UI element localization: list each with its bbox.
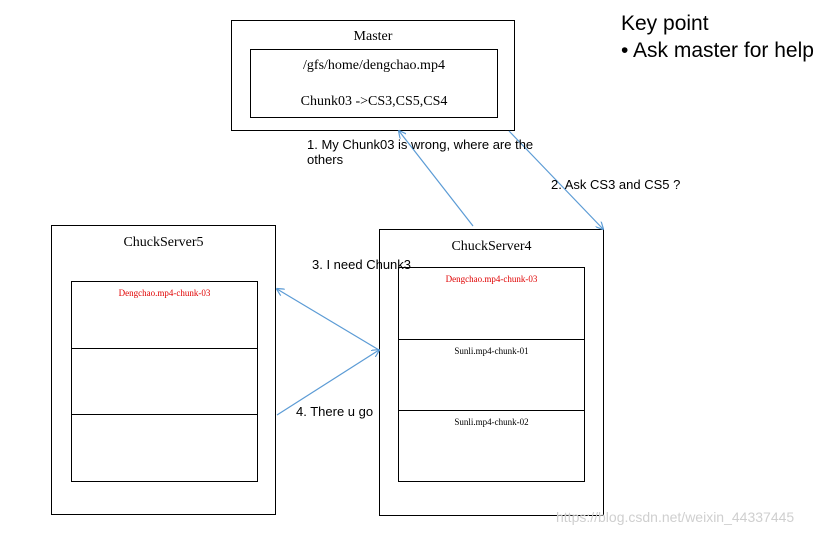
chunk-server-5-table: Dengchao.mp4-chunk-03 <box>71 281 258 482</box>
chunk-cell: Dengchao.mp4-chunk-03 <box>118 288 211 298</box>
chunk-server-4-table: Dengchao.mp4-chunk-03 Sunli.mp4-chunk-01… <box>398 267 585 482</box>
key-point-title: Key point <box>621 12 709 35</box>
chunk-cell: Sunli.mp4-chunk-02 <box>399 410 584 482</box>
chunk-cell: Dengchao.mp4-chunk-03 <box>445 274 538 284</box>
step-4-label: 4. There u go <box>296 404 374 419</box>
master-file-path: /gfs/home/dengchao.mp4 <box>303 58 445 73</box>
chunk-server-5-title: ChuckServer5 <box>123 235 204 250</box>
master-chunk-mapping: Chunk03 ->CS3,CS5,CS4 <box>300 94 448 109</box>
key-point-bullet: • Ask master for help <box>621 39 814 62</box>
master-file-table: /gfs/home/dengchao.mp4 Chunk03 ->CS3,CS5… <box>250 49 498 118</box>
arrow-step-3 <box>277 289 380 351</box>
chunk-cell <box>72 414 257 481</box>
chunk-server-4: ChuckServer4 Dengchao.mp4-chunk-03 Sunli… <box>379 229 604 516</box>
chunk-cell: Sunli.mp4-chunk-01 <box>399 339 584 411</box>
step-2-label: 2. Ask CS3 and CS5 ? <box>551 177 681 192</box>
chunk-server-5: ChuckServer5 Dengchao.mp4-chunk-03 <box>51 225 276 515</box>
master-title: Master <box>353 29 393 44</box>
chunk-cell <box>72 348 257 414</box>
watermark: https://blog.csdn.net/weixin_44337445 <box>556 509 795 525</box>
step-3-label: 3. I need Chunk3 <box>312 257 412 272</box>
chunk-server-4-title: ChuckServer4 <box>451 239 532 254</box>
master-box: Master /gfs/home/dengchao.mp4 Chunk03 ->… <box>231 20 515 131</box>
step-1-label: 1. My Chunk03 is wrong, where are the ot… <box>307 137 534 167</box>
